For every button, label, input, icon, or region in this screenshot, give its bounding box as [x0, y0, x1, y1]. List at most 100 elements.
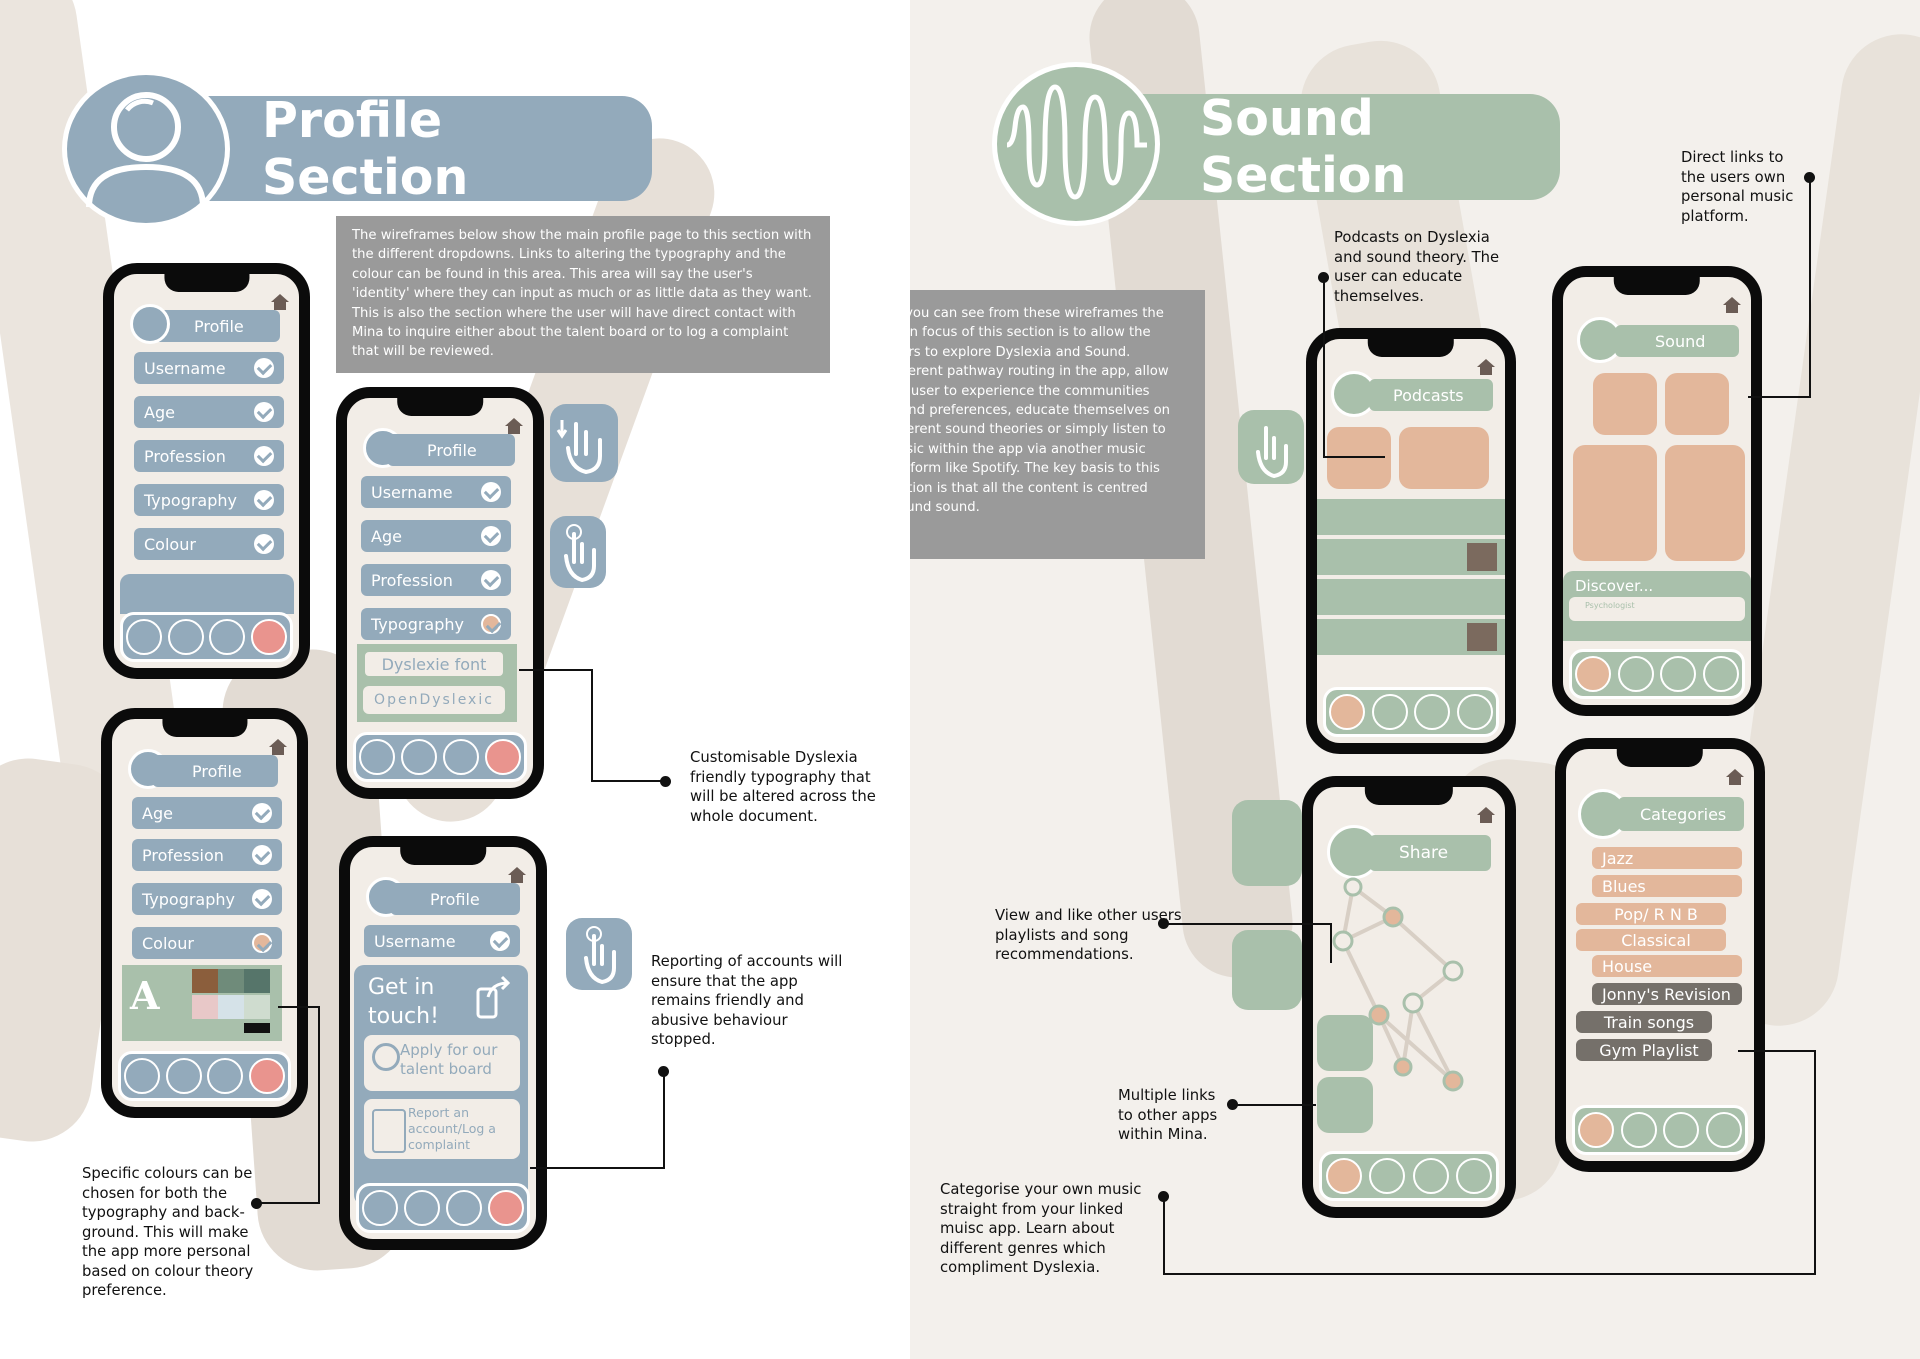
sound-icon[interactable]	[362, 1190, 398, 1226]
annotation-categorise: Categorise your own music straight from …	[940, 1181, 1142, 1276]
home-icon[interactable]	[1477, 807, 1495, 823]
category-pop[interactable]: Pop/ R N B	[1576, 903, 1726, 925]
swipe-gesture-icon	[1232, 800, 1302, 886]
profile-nav-icon[interactable]	[1702, 656, 1739, 692]
share-icon[interactable]	[474, 975, 514, 1019]
swipe-gesture-icon	[550, 404, 618, 482]
spotify-icon[interactable]	[1317, 1077, 1373, 1133]
list-item[interactable]	[1317, 539, 1505, 575]
annotation-podcasts: Podcasts on Dyslexia and sound theory. T…	[1334, 229, 1500, 305]
share-tab[interactable]: Share	[1369, 835, 1491, 871]
profile-tab[interactable]: Profile	[390, 883, 520, 915]
report-button[interactable]: Report an account/Log a complaint	[364, 1099, 520, 1159]
categories-tab[interactable]: Categories	[1618, 797, 1744, 831]
playlist-gym[interactable]: Gym Playlist	[1576, 1039, 1712, 1061]
sound-icon[interactable]	[125, 619, 162, 655]
handshake-icon[interactable]	[1414, 694, 1451, 730]
handshake-icon[interactable]	[1660, 656, 1697, 692]
chat-icon[interactable]	[167, 619, 204, 655]
profile-nav-icon[interactable]	[488, 1190, 524, 1226]
home-icon[interactable]	[271, 294, 289, 310]
chat-icon[interactable]	[1371, 694, 1408, 730]
sound-icon[interactable]	[1325, 1158, 1362, 1194]
chat-icon[interactable]	[404, 1190, 440, 1226]
profile-tab[interactable]: Profile	[154, 310, 280, 342]
network-icon[interactable]	[1665, 445, 1745, 561]
profile-nav-icon[interactable]	[1705, 1112, 1742, 1148]
profile-description: The wireframes below show the main profi…	[336, 216, 830, 373]
category-blues[interactable]: Blues	[1592, 875, 1742, 897]
nav-bar	[356, 1183, 530, 1233]
font-option-opendyslexic[interactable]: OpenDyslexic	[363, 686, 505, 714]
profile-nav-icon[interactable]	[249, 1058, 286, 1094]
sound-icon[interactable]	[359, 739, 395, 775]
sound-icon[interactable]	[1578, 1112, 1615, 1148]
phone-sound: Sound Discover... Psychologist	[1552, 266, 1762, 716]
chat-icon[interactable]	[1369, 1158, 1406, 1194]
report-icon	[372, 1109, 406, 1153]
home-icon[interactable]	[508, 867, 526, 883]
apply-talent-button[interactable]: Apply for our talent board	[364, 1035, 520, 1091]
chat-icon[interactable]	[1620, 1112, 1657, 1148]
playlist-train[interactable]: Train songs	[1576, 1011, 1712, 1033]
podcast-icon[interactable]	[1593, 373, 1657, 435]
handshake-icon[interactable]	[209, 619, 246, 655]
sound-wave-icon	[992, 62, 1160, 226]
profile-page: Profile Section The wireframes below sho…	[0, 0, 910, 1359]
handshake-icon[interactable]	[446, 1190, 482, 1226]
award-icon	[372, 1043, 400, 1071]
discover-label[interactable]: Discover...	[1575, 577, 1654, 595]
nav-bar	[1572, 1105, 1748, 1155]
sound-icon[interactable]	[123, 1058, 160, 1094]
colour-palette: A	[122, 965, 282, 1041]
nav-bar	[1569, 649, 1745, 699]
list-icon[interactable]	[1573, 445, 1657, 561]
category-jazz[interactable]: Jazz	[1592, 847, 1742, 869]
section-title: Profile Section	[170, 92, 652, 206]
tap-gesture-icon	[550, 516, 606, 588]
profile-icon	[62, 70, 230, 228]
home-icon[interactable]	[1477, 359, 1495, 375]
font-preview-icon: A	[130, 973, 160, 1018]
add-user-icon[interactable]	[1399, 427, 1489, 489]
playlist-revision[interactable]: Jonny's Revision	[1592, 983, 1742, 1005]
playlist-network[interactable]	[1313, 877, 1505, 1127]
list-item[interactable]	[1317, 579, 1505, 615]
category-house[interactable]: House	[1592, 955, 1742, 977]
home-icon[interactable]	[505, 418, 523, 434]
profile-tab[interactable]: Profile	[152, 755, 278, 787]
list-item[interactable]	[1317, 499, 1505, 535]
sound-tab[interactable]: Sound	[1615, 325, 1739, 357]
home-icon[interactable]	[269, 739, 287, 755]
home-icon[interactable]	[1723, 297, 1741, 313]
podcast-icon[interactable]	[1327, 427, 1391, 489]
category-classical[interactable]: Classical	[1576, 929, 1726, 951]
profile-nav-icon[interactable]	[251, 619, 288, 655]
profile-nav-icon[interactable]	[1456, 1158, 1493, 1194]
podcasts-tab[interactable]: Podcasts	[1369, 379, 1493, 411]
typography-item[interactable]: Typography	[361, 608, 511, 640]
phone-profile-main: Profile Username Age Profession Typograp…	[103, 263, 310, 679]
profile-tab[interactable]: Profile	[387, 434, 515, 466]
play-icon[interactable]	[1317, 1015, 1373, 1071]
handshake-icon[interactable]	[1412, 1158, 1449, 1194]
sound-icon[interactable]	[1575, 656, 1612, 692]
chat-icon[interactable]	[401, 739, 437, 775]
nav-bar	[1319, 1151, 1499, 1201]
profile-nav-icon[interactable]	[1456, 694, 1493, 730]
username-item[interactable]: Username	[364, 925, 520, 957]
profile-nav-icon[interactable]	[485, 739, 521, 775]
home-icon[interactable]	[1726, 769, 1744, 785]
psychologist-tag: Psychologist	[1585, 601, 1635, 610]
sound-icon[interactable]	[1329, 694, 1366, 730]
spotify-icon[interactable]	[1665, 373, 1729, 435]
handshake-icon[interactable]	[1663, 1112, 1700, 1148]
handshake-icon[interactable]	[207, 1058, 244, 1094]
chat-icon[interactable]	[1617, 656, 1654, 692]
handshake-icon[interactable]	[443, 739, 479, 775]
nav-bar	[353, 732, 527, 782]
tap-gesture-icon	[566, 918, 632, 990]
chat-icon[interactable]	[165, 1058, 202, 1094]
font-option-dyslexie[interactable]: Dyslexie font	[363, 650, 505, 678]
list-item[interactable]	[1317, 619, 1505, 655]
